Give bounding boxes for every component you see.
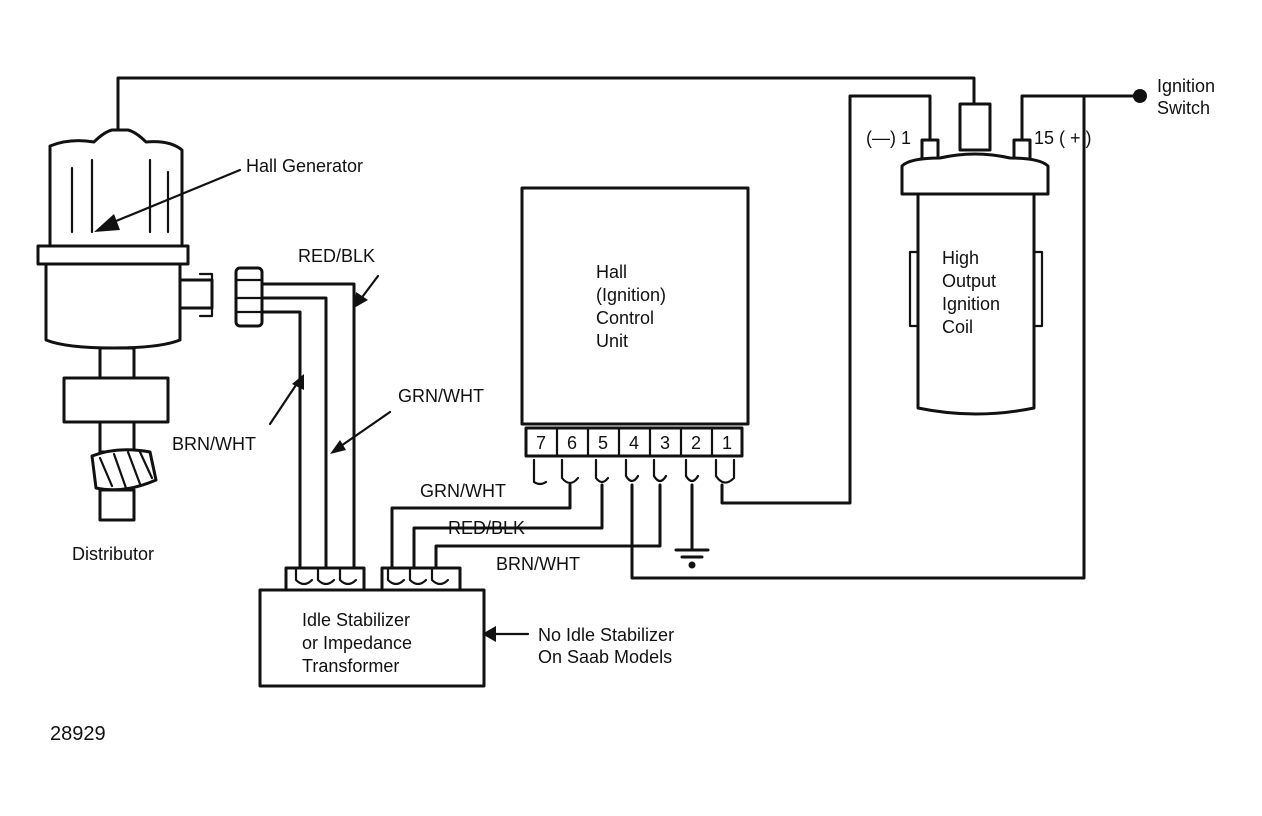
red-blk-upper-label: RED/BLK <box>298 246 375 266</box>
stabilizer-plug-left <box>284 566 366 592</box>
stabilizer-box <box>258 588 486 688</box>
brn-wht-lower-wire <box>434 483 662 570</box>
grn-wht-lower-label: GRN/WHT <box>420 481 506 501</box>
stabilizer-label-3: Transformer <box>302 656 399 676</box>
control-unit-label-4: Unit <box>596 331 628 351</box>
grn-wht-lower-wire <box>390 483 572 570</box>
distributor-label: Distributor <box>72 544 154 564</box>
red-blk-lower-wire <box>412 483 604 570</box>
brn-wht-left-label: BRN/WHT <box>172 434 256 454</box>
distributor-wire-middle <box>238 296 328 570</box>
terminal-numbers: 7 6 5 4 3 2 1 <box>536 433 732 453</box>
ignition-switch-label-2: Switch <box>1157 98 1210 118</box>
terminal-4: 4 <box>629 433 639 453</box>
supply-feed-wire <box>630 94 1086 580</box>
terminal-2: 2 <box>691 433 701 453</box>
terminal-dividers <box>555 426 714 458</box>
control-unit-plug <box>532 458 736 486</box>
terminal-7: 7 <box>536 433 546 453</box>
note-label-1: No Idle Stabilizer <box>538 625 674 645</box>
terminal-3: 3 <box>660 433 670 453</box>
coil-label-1: High <box>942 248 979 268</box>
ground-symbol <box>674 548 710 569</box>
note-label-2: On Saab Models <box>538 647 672 667</box>
terminal-6: 6 <box>567 433 577 453</box>
stabilizer-label-2: or Impedance <box>302 633 412 653</box>
control-unit-label-1: Hall <box>596 262 627 282</box>
control-unit-box <box>520 186 750 426</box>
coil-positive-wire <box>1020 94 1142 142</box>
brn-wht-lower-label: BRN/WHT <box>496 554 580 574</box>
terminal-1: 1 <box>722 433 732 453</box>
ignition-coil <box>900 102 1050 416</box>
control-unit-terminal-block <box>524 426 744 458</box>
coil-negative-terminal-label: (—) 1 <box>866 128 911 148</box>
grn-wht-upper-label: GRN/WHT <box>398 386 484 406</box>
red-blk-lower-label: RED/BLK <box>448 518 525 538</box>
coil-label-3: Ignition <box>942 294 1000 314</box>
figure-number: 28929 <box>50 723 106 745</box>
terminal-5: 5 <box>598 433 608 453</box>
labels: Ignition Switch Hall Generator (—) 1 15 … <box>50 76 1215 745</box>
ignition-switch-label: Ignition <box>1157 76 1215 96</box>
ht-lead-wire <box>116 76 976 134</box>
idle-stabilizer <box>258 566 486 688</box>
distributor-wire-outer <box>238 282 356 570</box>
coil-label-2: Output <box>942 271 996 291</box>
coil-negative-wire <box>720 94 932 505</box>
ignition-switch-terminal <box>1133 89 1147 103</box>
stabilizer-label-1: Idle Stabilizer <box>302 610 410 630</box>
hall-generator-label: Hall Generator <box>246 156 363 176</box>
control-unit-label-2: (Ignition) <box>596 285 666 305</box>
hall-control-unit <box>520 186 750 486</box>
coil-label-4: Coil <box>942 317 973 337</box>
coil-positive-terminal-label: 15 ( + ) <box>1034 128 1092 148</box>
control-unit-label-3: Control <box>596 308 654 328</box>
distributor <box>36 128 264 522</box>
